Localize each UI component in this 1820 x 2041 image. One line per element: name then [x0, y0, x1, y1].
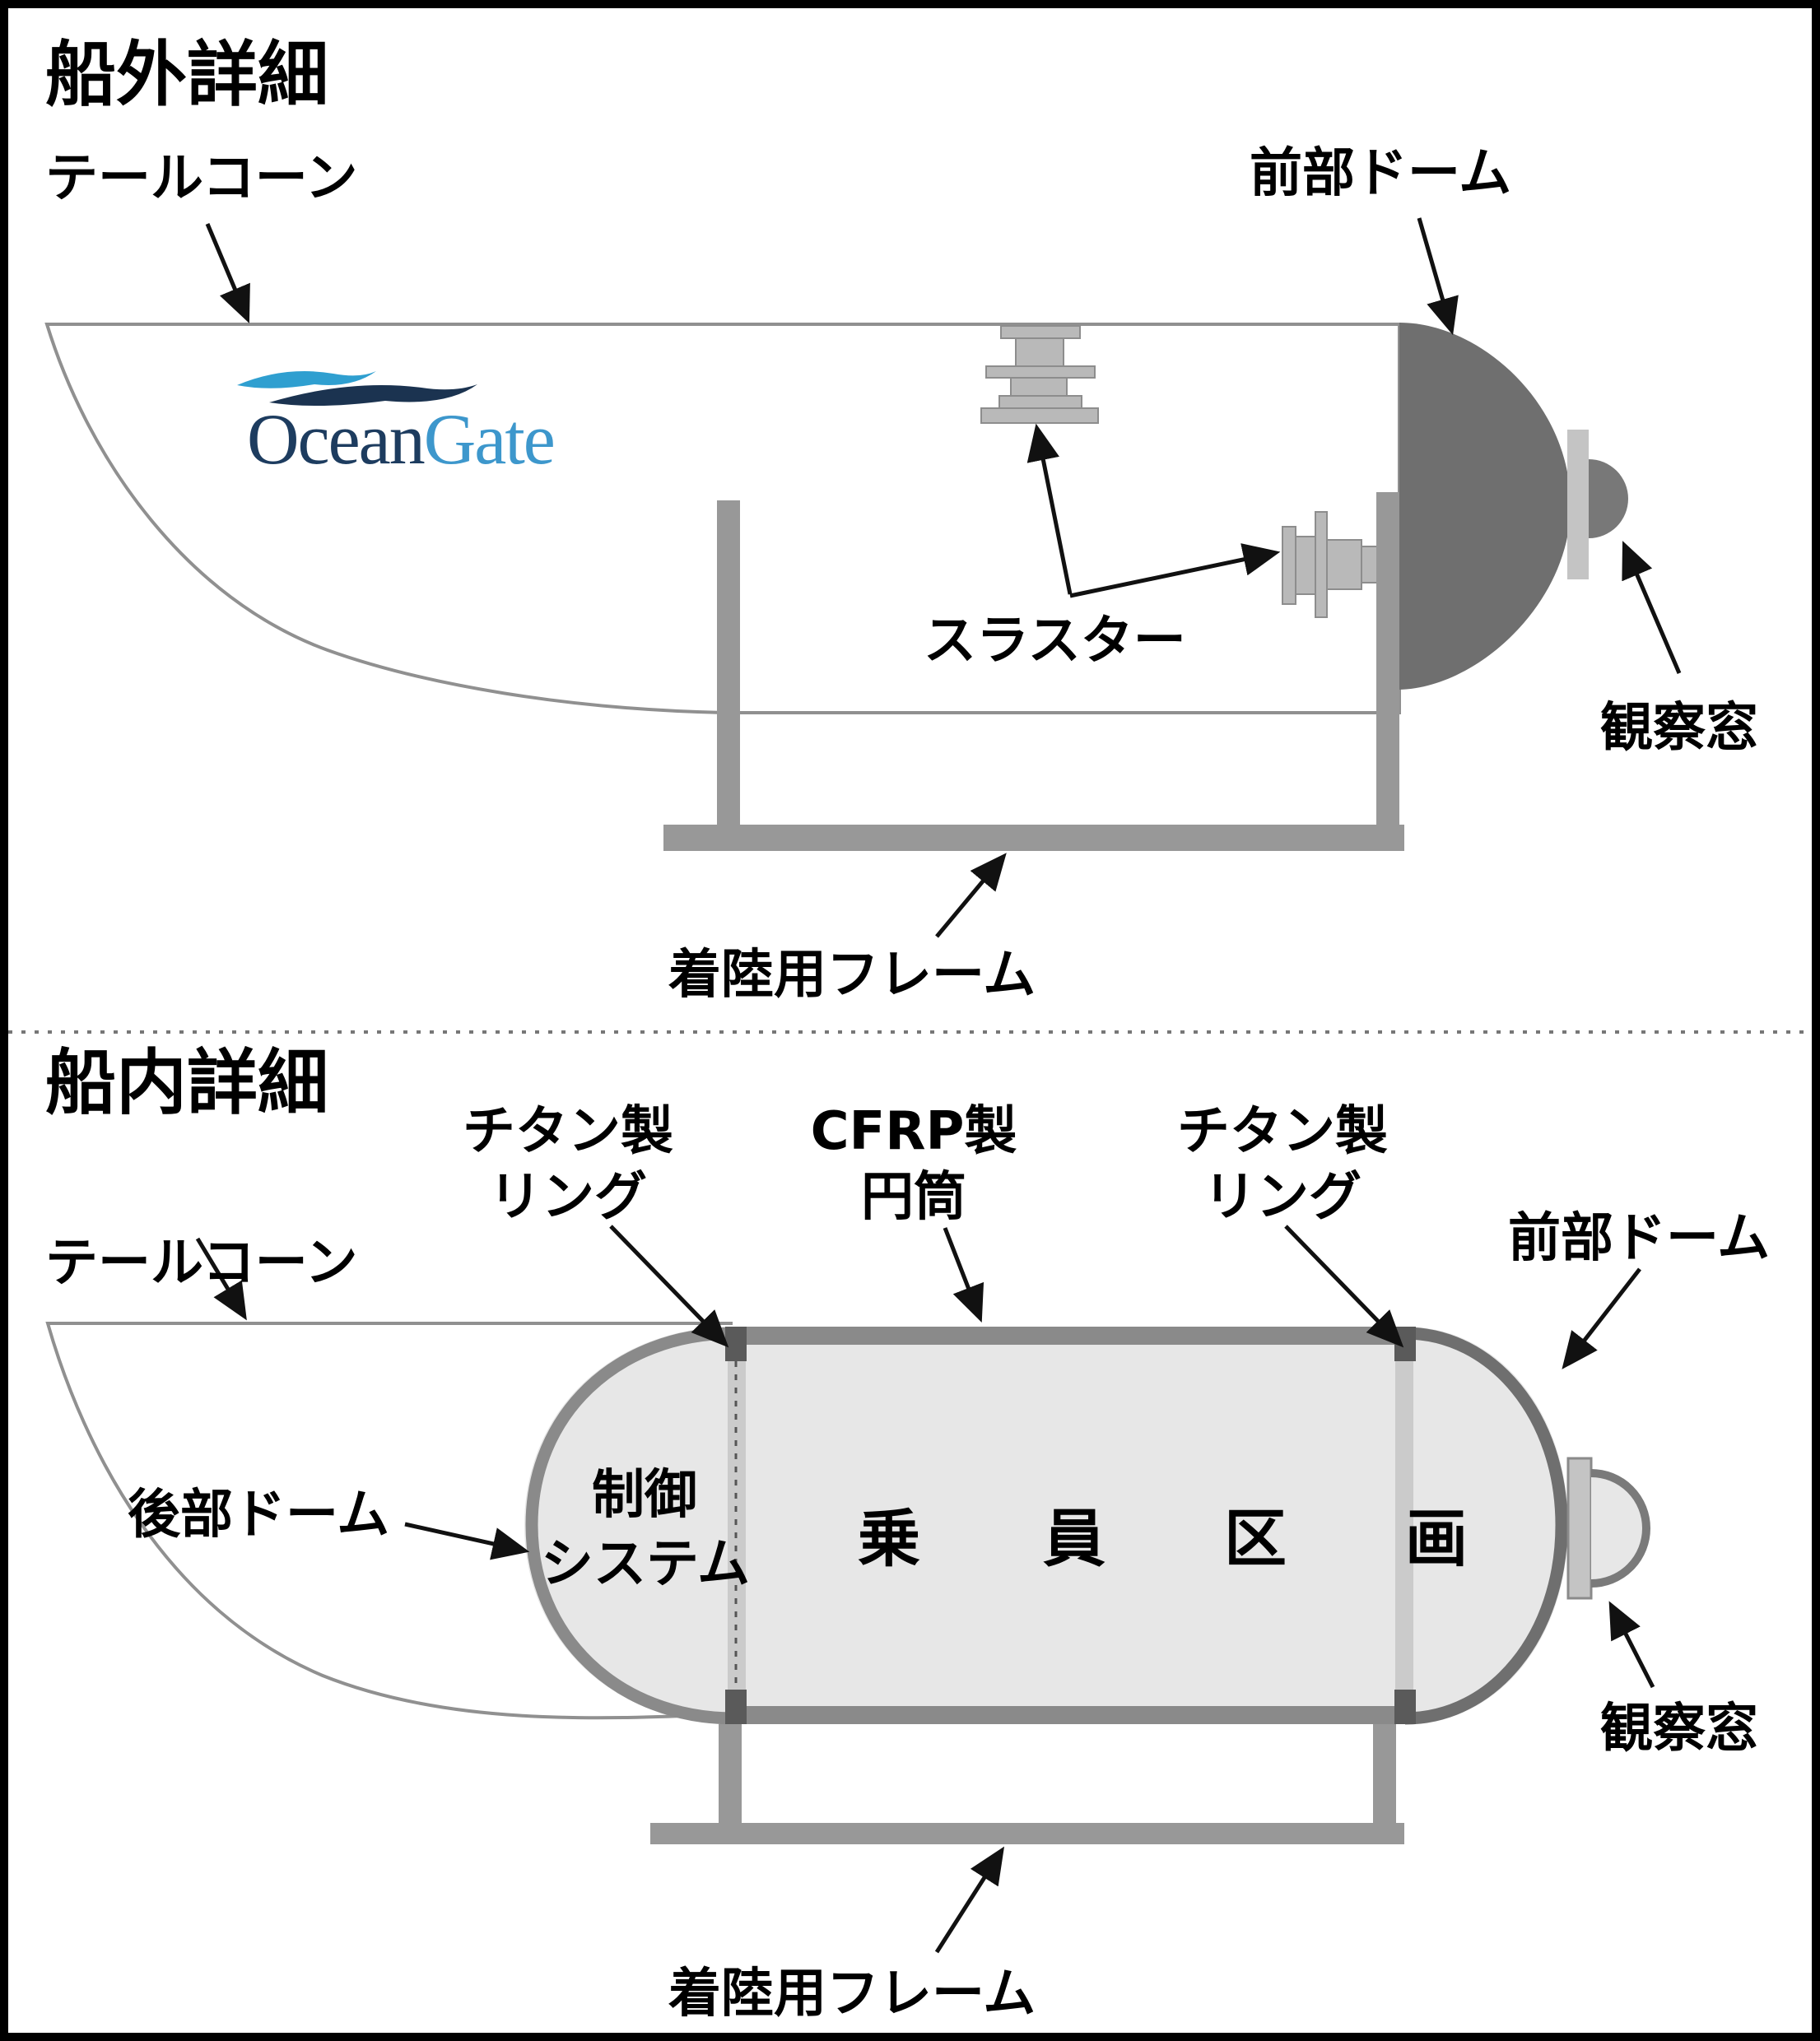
label-control-line1: 制御 [592, 1465, 697, 1526]
frame-post-left [717, 500, 740, 828]
viewport-flange-interior [1566, 1457, 1593, 1600]
frame-bottom-bar-interior [650, 1823, 1404, 1844]
label-front-dome: 前部ドーム [1250, 143, 1511, 204]
arrow-front-dome-interior [1562, 1267, 1641, 1369]
frame-post-right [1376, 492, 1399, 828]
arrow-rear-dome [404, 1522, 530, 1560]
top-thruster [980, 325, 1099, 424]
label-cfrp-line2: 円筒 [861, 1167, 966, 1228]
arrow-landing-frame [935, 853, 1007, 938]
label-rear-dome: 後部ドーム [128, 1485, 389, 1546]
rear-dome-fill [524, 1327, 734, 1724]
cylinder-top-wall [734, 1327, 1405, 1345]
arrow-thruster-side [1069, 543, 1281, 598]
exterior-section: OceanGate 船外詳細 テールコーン 前部ドーム スラスター 観察窓 着陸… [44, 34, 1758, 1006]
ring-rear-bottom [725, 1690, 747, 1724]
oceangate-logo: OceanGate [237, 371, 556, 480]
viewport-flange [1567, 430, 1589, 579]
interior-section: 船内詳細 テールコーン チタン製 リング CFRP製 円筒 チタン製 リング 前… [45, 1042, 1770, 2025]
landing-frame [663, 492, 1404, 851]
front-dome-shape [1399, 323, 1571, 690]
frame-post-left-interior [719, 1724, 742, 1825]
joint-stripe-front [1395, 1345, 1413, 1706]
logo-text: OceanGate [247, 400, 554, 480]
crew-char-3: 区 [1224, 1502, 1287, 1575]
label-landing-frame-interior: 着陸用フレーム [668, 1964, 1036, 2025]
viewport-bump-interior [1590, 1469, 1650, 1588]
logo-wave-dark [269, 384, 477, 407]
label-cfrp-line1: CFRP製 [811, 1101, 1017, 1162]
rear-dome-outline [525, 1327, 735, 1725]
ring-rear-top [725, 1327, 747, 1361]
joint-stripe-rear [728, 1345, 746, 1706]
label-tail-cone-interior: テールコーン [45, 1233, 358, 1294]
arrow-tail-cone [205, 223, 250, 323]
arrow-ring-right [1284, 1225, 1404, 1348]
frame-bottom-bar [663, 825, 1404, 851]
label-ring-right-line1: チタン製 [1177, 1101, 1388, 1162]
label-control-line2: システム [541, 1534, 750, 1595]
label-viewport-interior: 観察窓 [1600, 1699, 1758, 1760]
label-front-dome-interior: 前部ドーム [1508, 1208, 1770, 1269]
arrow-landing-frame-interior [934, 1846, 1005, 1954]
arrow-cfrp [943, 1227, 984, 1323]
crew-char-2: 員 [1043, 1502, 1105, 1575]
crew-char-1: 乗 [858, 1502, 920, 1575]
front-dome-fill-interior [1405, 1327, 1568, 1724]
label-ring-left-line2: リング [489, 1167, 647, 1228]
arrow-viewport [1622, 541, 1682, 674]
arrow-tail-cone-interior [195, 1237, 247, 1321]
logo-gate: Gate [424, 400, 554, 480]
tail-outline [45, 1322, 733, 1720]
label-thruster: スラスター [924, 611, 1186, 672]
label-ring-left-line1: チタン製 [463, 1101, 673, 1162]
viewport-bump [1589, 459, 1628, 538]
label-landing-frame: 着陸用フレーム [668, 945, 1036, 1006]
ring-front-bottom [1394, 1690, 1416, 1724]
exterior-title: 船外詳細 [45, 34, 328, 116]
crew-char-4: 画 [1405, 1502, 1468, 1575]
label-tail-cone: テールコーン [45, 148, 358, 209]
label-ring-right-line2: リング [1203, 1167, 1362, 1228]
logo-wave-light [237, 371, 376, 388]
front-dome-outline-interior [1404, 1327, 1568, 1725]
cfrp-cylinder-interior [734, 1327, 1405, 1724]
logo-ocean: Ocean [247, 400, 425, 480]
label-viewport: 観察窓 [1600, 698, 1758, 759]
arrow-viewport-interior [1608, 1601, 1655, 1689]
cylinder-bottom-wall [734, 1706, 1405, 1724]
arrow-thruster-top [1026, 423, 1073, 595]
arrow-ring-left [609, 1225, 729, 1348]
landing-frame-interior [650, 1724, 1404, 1844]
arrow-front-dome [1417, 217, 1459, 336]
frame-post-right-interior [1373, 1724, 1396, 1825]
interior-title: 船内詳細 [45, 1042, 328, 1124]
